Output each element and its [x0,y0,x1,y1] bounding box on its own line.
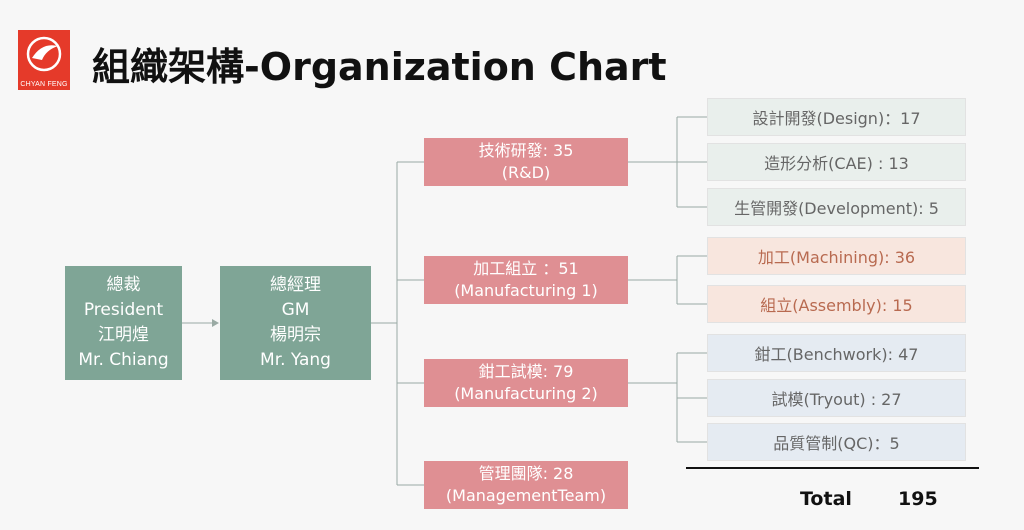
total-label: Total [800,488,852,510]
total-value: 195 [898,488,938,510]
arrow-head-icon [212,319,219,327]
subunit-design: 設計開發(Design)：17 [707,98,966,136]
subunit-cae: 造形分析(CAE) : 13 [707,143,966,181]
subunit-assembly: 組立(Assembly): 15 [707,285,966,323]
president-name-zh: 江明煌 [98,325,149,345]
gm-name-en: Mr. Yang [260,350,331,370]
company-logo: CHYAN FENG [18,30,70,90]
dept-manufacturing-1: 加工組立 ：51 (Manufacturing 1) [424,256,628,304]
logo-text: CHYAN FENG [20,81,68,88]
president-name-en: Mr. Chiang [78,350,169,370]
gm-title-zh: 總經理 [270,275,321,295]
total-divider [686,467,979,469]
gm-box: 總經理 GM 楊明宗 Mr. Yang [220,266,371,380]
gm-name-zh: 楊明宗 [270,325,321,345]
dept-management-team: 管理團隊: 28 (ManagementTeam) [424,461,628,509]
president-title-zh: 總裁 [106,275,141,295]
dept-rnd-line2: (R&D) [501,163,551,182]
page-title: 組織架構-Organization Chart [92,45,667,89]
subunit-tryout: 試模(Tryout) : 27 [707,379,966,417]
logo-bird-icon [26,36,62,72]
dept-mfg2-line1: 鉗工試模: 79 [478,362,574,381]
dept-manufacturing-2: 鉗工試模: 79 (Manufacturing 2) [424,359,628,407]
dept-mgmt-line1: 管理團隊: 28 [478,464,574,483]
subunit-benchwork: 鉗工(Benchwork): 47 [707,334,966,372]
president-box: 總裁 President 江明煌 Mr. Chiang [65,266,182,380]
dept-rnd-line1: 技術研發: 35 [478,141,574,160]
dept-mfg2-line2: (Manufacturing 2) [454,384,598,403]
dept-rnd: 技術研發: 35 (R&D) [424,138,628,186]
subunit-qc: 品質管制(QC)：5 [707,423,966,461]
dept-mfg1-line1: 加工組立 ：51 [473,259,579,278]
subunit-development: 生管開發(Development): 5 [707,188,966,226]
subunit-machining: 加工(Machining): 36 [707,237,966,275]
dept-mfg1-line2: (Manufacturing 1) [454,281,598,300]
gm-title-en: GM [281,300,310,320]
president-title-en: President [83,300,164,320]
dept-mgmt-line2: (ManagementTeam) [445,486,607,505]
